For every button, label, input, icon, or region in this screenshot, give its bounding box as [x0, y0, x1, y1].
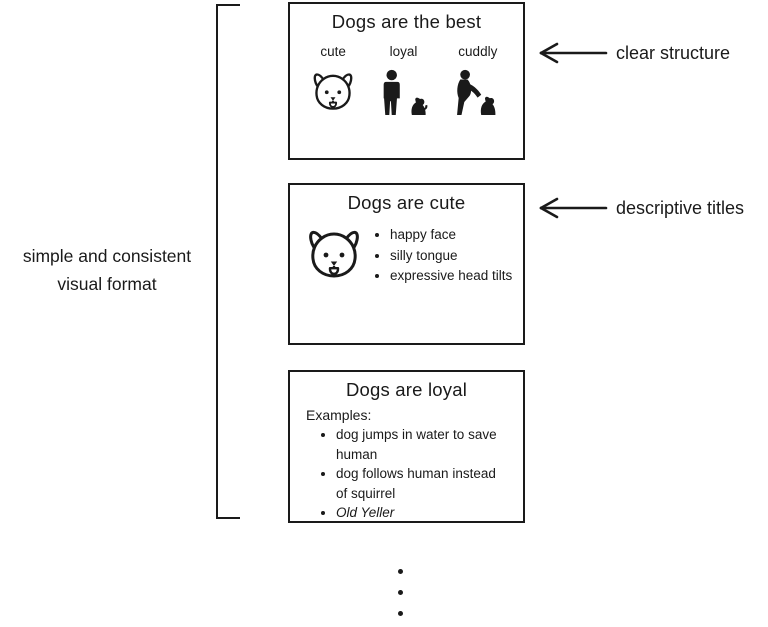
bullet-item: Old Yeller: [336, 503, 500, 523]
arrow-left-icon: [536, 195, 608, 221]
vertical-ellipsis-icon: [398, 569, 403, 616]
bullet-list: dog jumps in water to save human dog fol…: [290, 425, 500, 523]
column-label: loyal: [389, 44, 418, 59]
slide-body: happy face silly tongue expressive head …: [290, 214, 523, 288]
bracket-label-line1: simple and consistent: [22, 246, 192, 266]
arrow-left-icon: [536, 40, 608, 66]
bullet-item: dog follows human instead of squirrel: [336, 464, 500, 503]
person-hugging-dog-icon: [449, 68, 507, 120]
bracket-label-line2: visual format: [57, 274, 157, 294]
slide-dogs-are-the-best: Dogs are the best cute: [288, 2, 525, 160]
examples-label: Examples:: [306, 407, 372, 423]
bullet-item: dog jumps in water to save human: [336, 425, 500, 464]
slide-title: Dogs are the best: [331, 11, 482, 32]
bracket-label: simple and consistent visual format: [0, 242, 214, 298]
column-label: cuddly: [458, 44, 498, 59]
ellipsis-dot: [398, 569, 403, 574]
callout-clear-structure: clear structure: [536, 40, 730, 66]
slide-title: Dogs are loyal: [345, 379, 468, 400]
column-cuddly: cuddly: [449, 44, 507, 120]
grouping-bracket: [216, 4, 240, 519]
bullet-list: happy face silly tongue expressive head …: [374, 225, 512, 287]
dog-face-icon: [308, 68, 358, 118]
bullet-item: silly tongue: [390, 246, 512, 267]
dog-face-icon: [302, 224, 366, 288]
bullet-item: expressive head tilts: [390, 266, 512, 287]
callout-descriptive-titles: descriptive titles: [536, 195, 744, 221]
slide-dogs-are-loyal: Dogs are loyal Examples: dog jumps in wa…: [288, 370, 525, 523]
callout-label: clear structure: [616, 42, 731, 63]
column-cute: cute: [308, 44, 358, 120]
slide-title: Dogs are cute: [347, 192, 466, 213]
slide-dogs-are-cute: Dogs are cute happy face: [288, 183, 525, 345]
ellipsis-dot: [398, 590, 403, 595]
person-with-dog-icon: [374, 68, 432, 120]
column-loyal: loyal: [374, 44, 432, 120]
bullet-item: happy face: [390, 225, 512, 246]
slide-columns: cute: [290, 33, 523, 120]
ellipsis-dot: [398, 611, 403, 616]
column-label: cute: [320, 44, 346, 59]
callout-label: descriptive titles: [616, 197, 745, 218]
